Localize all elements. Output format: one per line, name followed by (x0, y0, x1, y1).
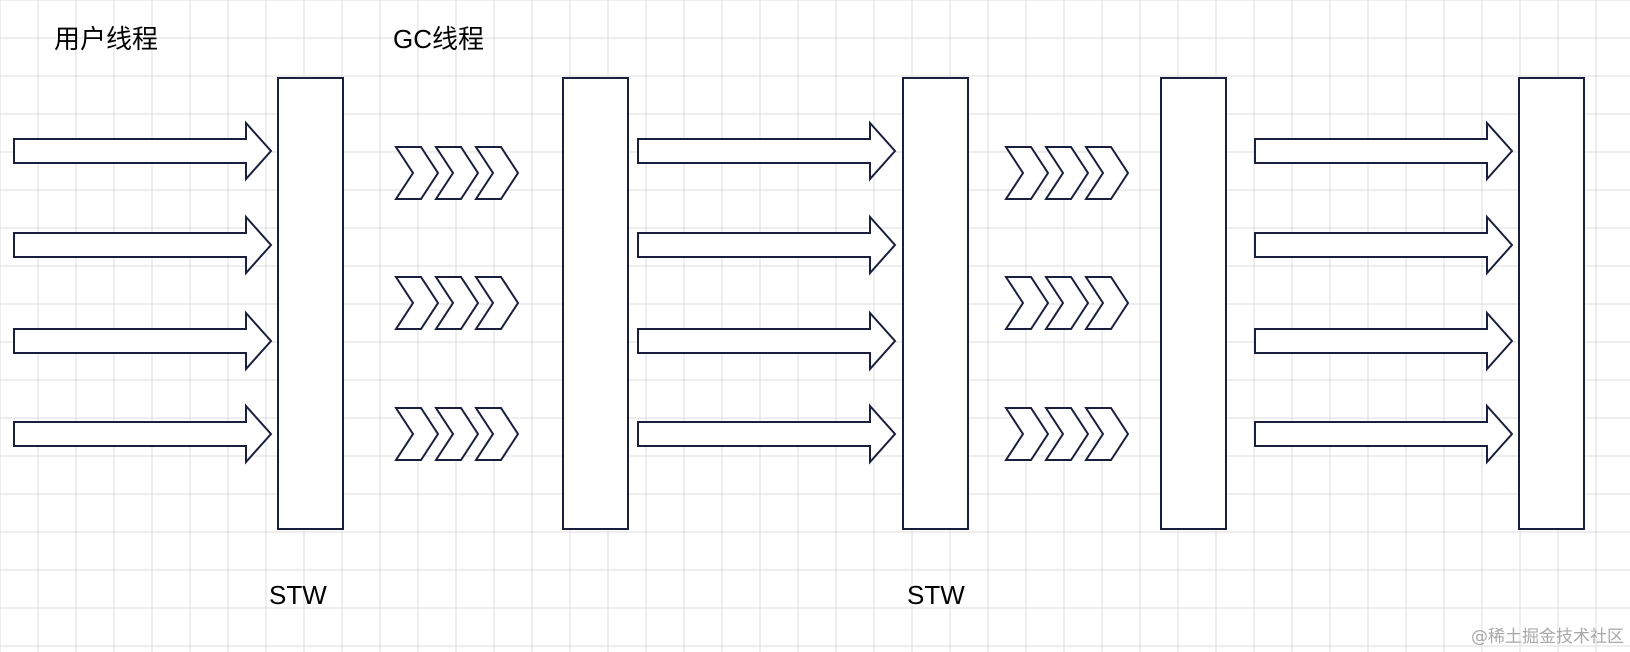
gc-chevron (1004, 407, 1050, 461)
stw-label-2: STW (907, 580, 965, 610)
thread-arrow (1254, 403, 1514, 465)
gc-chevron (434, 146, 480, 200)
gc-chevron (1044, 146, 1090, 200)
gc-chevron (394, 407, 440, 461)
gc-chevron (1084, 407, 1130, 461)
gc-chevron (1084, 146, 1130, 200)
stw-bar-1 (277, 77, 344, 530)
gc-chevron (474, 276, 520, 330)
gc-chevron (394, 276, 440, 330)
gc-chevron (434, 276, 480, 330)
thread-arrow (1254, 120, 1514, 182)
user-threads-label: 用户线程 (54, 24, 158, 54)
thread-arrow (13, 403, 273, 465)
thread-arrow (13, 310, 273, 372)
thread-arrow (637, 214, 897, 276)
gc-chevron (1004, 146, 1050, 200)
gc-chevron (1044, 276, 1090, 330)
gc-chevron (394, 146, 440, 200)
thread-arrow (637, 310, 897, 372)
gc-chevron (474, 407, 520, 461)
thread-arrow (637, 120, 897, 182)
phase-bar-4 (1160, 77, 1227, 530)
gc-threads-label: GC线程 (393, 24, 484, 54)
stw-label-1: STW (269, 580, 327, 610)
watermark: @稀土掘金技术社区 (1471, 627, 1624, 647)
phase-bar-2 (562, 77, 629, 530)
gc-chevron (1004, 276, 1050, 330)
gc-chevron (474, 146, 520, 200)
phase-bars (277, 77, 1585, 530)
user-thread-arrows (13, 120, 1514, 465)
thread-arrow (1254, 214, 1514, 276)
gc-chevron (1084, 276, 1130, 330)
gc-thread-chevrons (394, 146, 1130, 461)
phase-bar-5 (1518, 77, 1585, 530)
gc-chevron (434, 407, 480, 461)
thread-arrow (13, 214, 273, 276)
thread-arrow (637, 403, 897, 465)
thread-arrow (13, 120, 273, 182)
gc-chevron (1044, 407, 1090, 461)
stw-bar-3 (902, 77, 969, 530)
thread-arrow (1254, 310, 1514, 372)
